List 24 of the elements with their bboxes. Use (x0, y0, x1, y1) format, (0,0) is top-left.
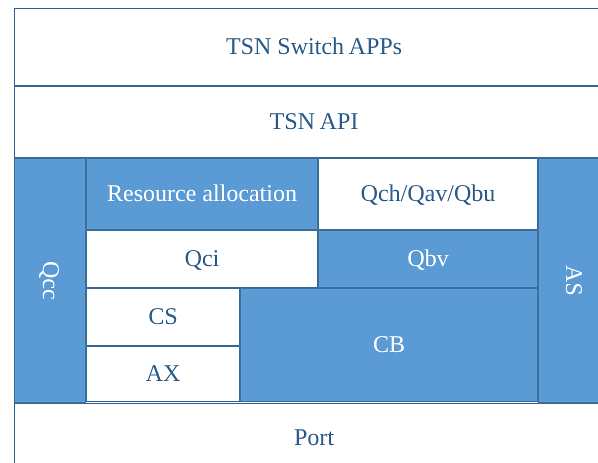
layer-box (14, 158, 86, 403)
layer-label: CS (148, 304, 178, 330)
layer-box (318, 230, 538, 288)
layer-box (14, 8, 598, 86)
layer-box (240, 288, 538, 402)
layer-label: Port (294, 424, 334, 452)
layer-label: Qbv (407, 246, 449, 272)
layer-label: Resource allocation (107, 180, 297, 208)
layer-label: CB (372, 332, 405, 358)
layer-box (318, 158, 538, 230)
layer-box (86, 346, 240, 402)
layer-box (86, 230, 318, 288)
layer-label: AX (146, 360, 180, 388)
layer-label: TSN Switch APPs (226, 34, 402, 60)
layer-box (538, 158, 598, 403)
layer-label: Qcc (36, 261, 64, 300)
layer-box (14, 86, 598, 158)
layer-label: AS (560, 265, 586, 296)
layer-box (86, 158, 318, 230)
layer-label: Qch/Qav/Qbu (360, 180, 496, 208)
layer-box (86, 288, 240, 346)
layer-box (14, 403, 598, 463)
layer-label: TSN API (270, 108, 358, 136)
layer-label: Qci (184, 246, 220, 272)
